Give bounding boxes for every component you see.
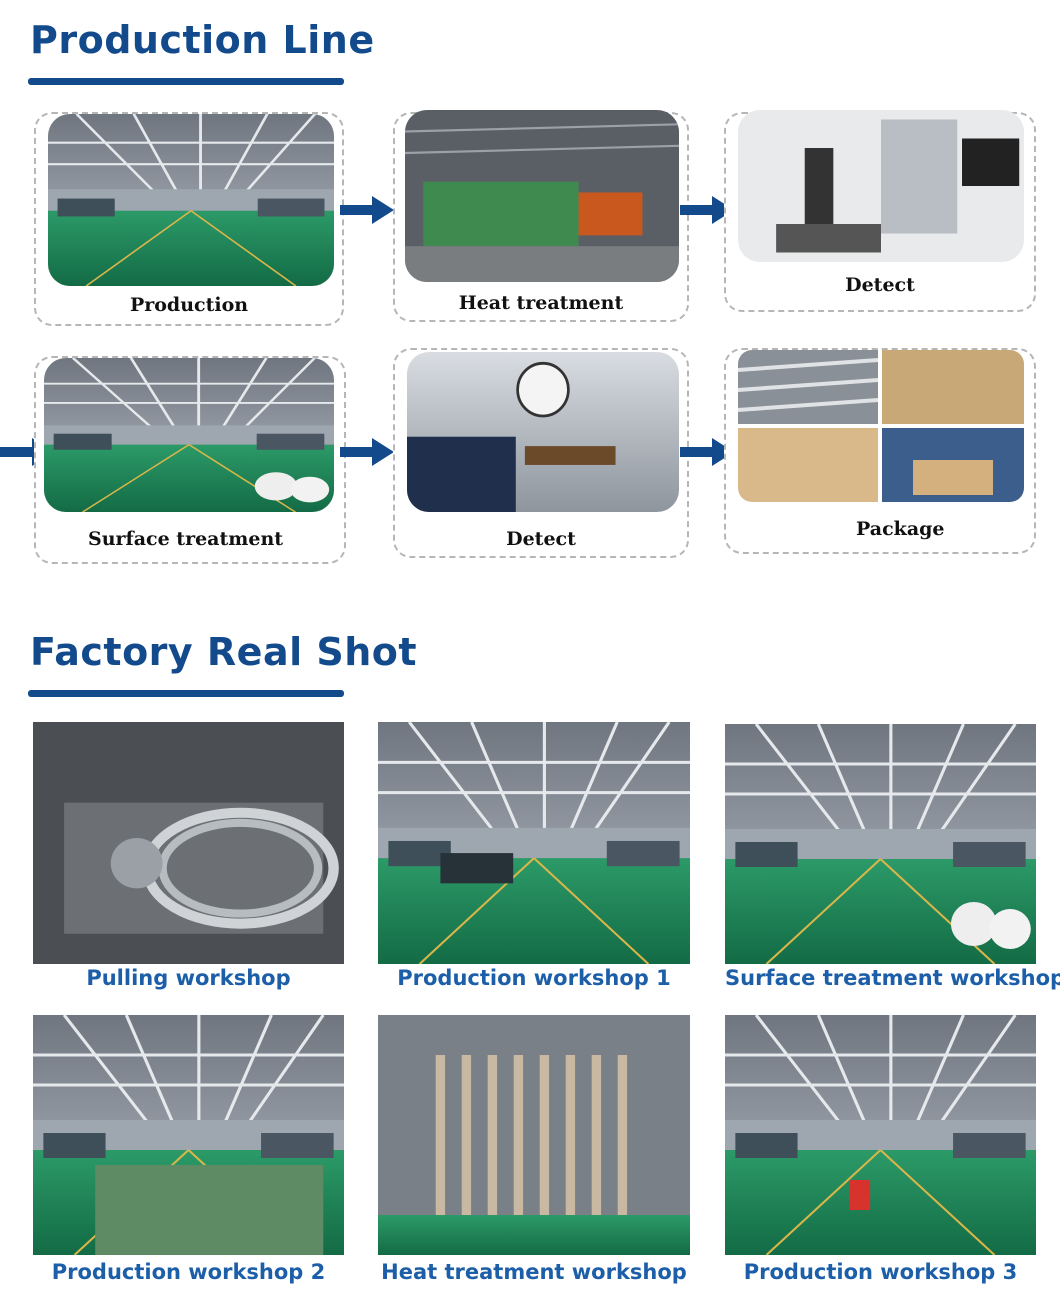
production-photo — [48, 114, 334, 286]
detect-photo-2 — [407, 352, 679, 512]
gallery-caption: Production workshop 2 — [51, 1260, 326, 1284]
production-workshop-2-photo — [33, 1015, 344, 1255]
step-surface-treatment: Surface treatment — [34, 356, 346, 564]
production-workshop-1-photo — [378, 722, 690, 964]
arrow-right-icon — [340, 438, 394, 466]
step-heat-treatment: Heat treatment — [393, 110, 689, 322]
gallery-caption: Heat treatment workshop — [381, 1260, 687, 1284]
pulling-workshop-photo — [33, 722, 344, 964]
gallery-caption: Production workshop 1 — [397, 966, 671, 990]
factory-real-shot-title: Factory Real Shot — [30, 630, 418, 674]
package-photo — [738, 350, 1024, 502]
heat-treatment-photo — [405, 110, 679, 282]
production-line-underline — [28, 78, 344, 85]
arrow-right-icon — [680, 196, 734, 224]
production-workshop-3-photo — [725, 1015, 1036, 1255]
factory-real-shot-underline — [28, 690, 344, 697]
step-label: Heat treatment — [458, 292, 624, 314]
gallery-caption: Surface treatment workshop — [725, 966, 1060, 990]
step-label: Package — [856, 518, 945, 540]
gallery-caption: Pulling workshop — [86, 966, 291, 990]
step-label: Detect — [845, 274, 915, 296]
step-package: Package — [724, 348, 1036, 554]
surface-treatment-photo — [44, 358, 334, 512]
step-detect-1: Detect — [724, 110, 1036, 312]
arrow-right-icon — [340, 196, 394, 224]
arrow-right-icon — [680, 438, 734, 466]
step-label: Surface treatment — [88, 528, 284, 550]
step-detect-2: Detect — [393, 348, 689, 558]
step-production: Production — [34, 112, 344, 326]
detect-photo — [738, 110, 1024, 262]
production-line-title: Production Line — [30, 18, 375, 62]
step-label: Production — [129, 294, 249, 316]
surface-treatment-workshop-photo — [725, 724, 1036, 964]
gallery-caption: Production workshop 3 — [743, 1260, 1018, 1284]
step-label: Detect — [506, 528, 576, 550]
heat-treatment-workshop-photo — [378, 1015, 690, 1255]
